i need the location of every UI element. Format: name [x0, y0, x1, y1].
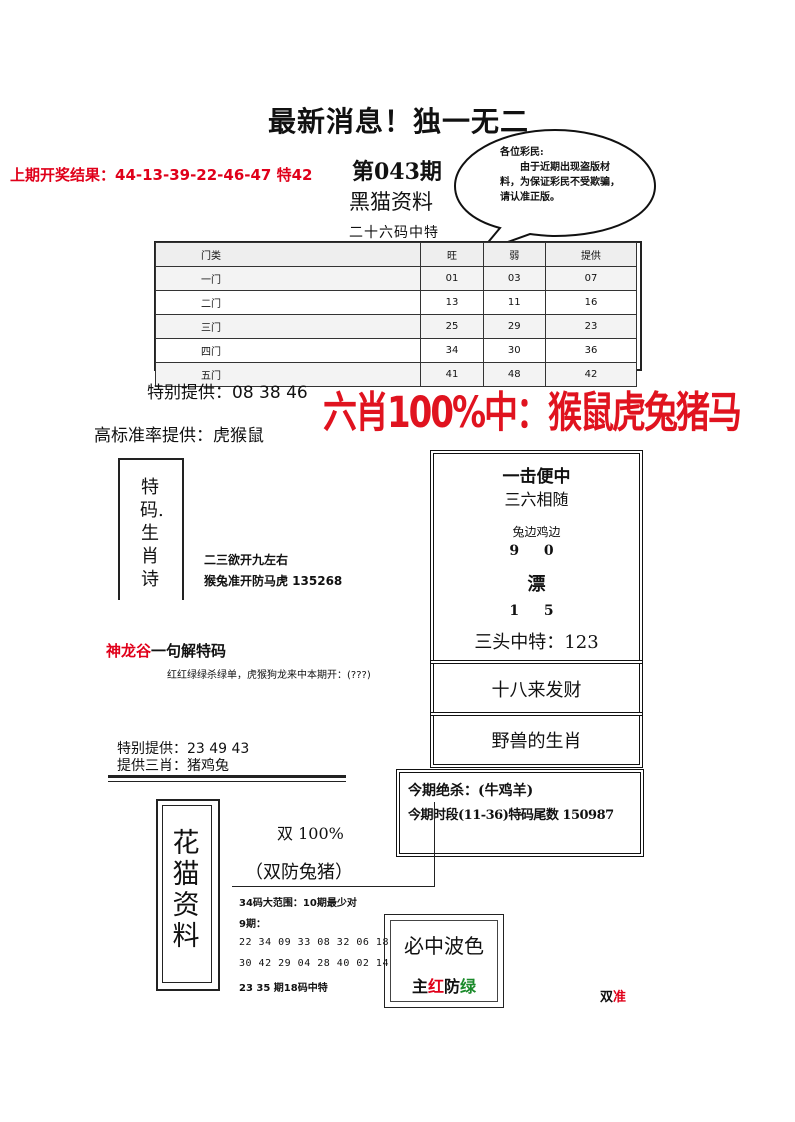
issue-number: 第043期 — [352, 159, 442, 185]
six-zodiac-banner: 六肖100%中：猴鼠虎兔猪马 — [323, 388, 742, 438]
piao-text: 漂 — [527, 574, 546, 595]
table-cell: 07 — [544, 266, 638, 291]
high-accuracy: 高标准率提供：虎猴鼠 — [94, 426, 264, 446]
speech-bubble — [453, 128, 657, 254]
shiba-text: 十八来发财 — [491, 680, 582, 701]
table-row: 五门 41 48 42 — [154, 362, 638, 387]
huamao-box-inner — [162, 805, 212, 983]
yiji-text: 一击便中 — [502, 467, 571, 487]
shuangzhun-b: 准 — [613, 990, 627, 1005]
numbers-line-1: 22 34 09 33 08 32 06 18 — [239, 937, 389, 948]
yeshou-box — [430, 712, 643, 768]
poem-box-label: 特码.生肖诗 — [140, 477, 164, 590]
kill-line-2: 今期时段(11-36)特码尾数 150987 — [408, 808, 614, 823]
wave-colors: 主红防绿 — [384, 973, 504, 997]
wave-zhu: 主 — [411, 977, 428, 996]
wave-title: 必中波色 — [404, 934, 484, 958]
special-offer-2: 特别提供：23 49 43 — [117, 741, 250, 757]
table-cell: 25 — [420, 314, 484, 339]
bubble-line2: 由于近期出现盗版材料，为保证彩民不受欺骗，请认准正版。 — [500, 162, 620, 203]
table-cell: 13 — [420, 290, 484, 315]
table-cell: 36 — [544, 338, 638, 363]
yeshou-text: 野兽的生肖 — [491, 731, 582, 752]
santou-text: 三头中特：123 — [474, 632, 599, 653]
huamao-box-outer — [156, 799, 220, 991]
table-cell: 二门 — [154, 290, 422, 315]
table-cell: 三门 — [154, 314, 422, 339]
table-row: 三门 25 29 23 — [154, 314, 638, 339]
table-cell: 一门 — [154, 266, 422, 291]
range-line-2: 9期： — [239, 919, 266, 930]
table-cell: 42 — [544, 362, 638, 387]
brand-name: 黑猫资料 — [349, 190, 433, 214]
table-row: 一门 01 03 07 — [154, 266, 638, 291]
digits-1: 9 0 — [509, 543, 564, 559]
sanliu-text: 三六相随 — [504, 490, 569, 509]
poem-box-frame — [118, 458, 184, 600]
table-cell: 29 — [482, 314, 546, 339]
shuang-100: 双 100% — [277, 824, 344, 843]
shuang-fang: （双防兔猪） — [245, 862, 353, 883]
table-cell: 11 — [482, 290, 546, 315]
table-cell: 34 — [420, 338, 484, 363]
code-table: 门类 旺 弱 提供 一门 01 03 07 二门 13 11 16 三门 25 … — [154, 242, 638, 387]
table-row: 二门 13 11 16 — [154, 290, 638, 315]
shuang-box — [232, 802, 435, 887]
divider-thin — [108, 781, 346, 782]
wave-box-outer — [384, 914, 504, 1008]
table-cell: 五门 — [154, 362, 422, 387]
tubian-text: 兔边鸡边 — [512, 525, 561, 539]
poem-line-1: 二三欲开九左右 — [204, 553, 289, 567]
shuangzhun-text: 双准 — [600, 986, 626, 1005]
table-header-row: 门类 旺 弱 提供 — [154, 242, 638, 267]
digits-2: 1 5 — [509, 603, 564, 619]
shenlong-red: 神龙谷 — [106, 642, 152, 660]
wave-box-inner — [390, 920, 498, 1002]
wave-fang: 防 — [444, 977, 461, 996]
table-cell: 30 — [482, 338, 546, 363]
bubble-text: 各位彩民: 由于近期出现盗版材料，为保证彩民不受欺骗，请认准正版。 — [500, 145, 622, 205]
special-offer-1: 特别提供：08 38 46 — [147, 383, 308, 403]
last-result: 上期开奖结果：44-13-39-22-46-47 特42 — [10, 166, 313, 184]
range-line-1: 34码大范围：10期最少对 — [239, 898, 357, 909]
table-cell: 03 — [482, 266, 546, 291]
wave-lv: 绿 — [460, 977, 477, 996]
kill-box — [396, 769, 644, 857]
table-cell: 41 — [420, 362, 484, 387]
table-cell: 四门 — [154, 338, 422, 363]
table-cell: 16 — [544, 290, 638, 315]
special-offer-3: 提供三肖：猪鸡兔 — [117, 758, 229, 774]
shenlong-heading: 神龙谷一句解特码 — [106, 640, 226, 661]
table-header: 旺 — [420, 242, 484, 267]
table-header: 提供 — [544, 242, 638, 267]
sub-title: 二十六码中特 — [349, 225, 439, 241]
table-row: 四门 34 30 36 — [154, 338, 638, 363]
table-header: 弱 — [482, 242, 546, 267]
hongluv-text: 红红绿绿杀绿单，虎猴狗龙来中本期开：(???) — [167, 670, 371, 681]
table-cell: 23 — [544, 314, 638, 339]
wave-hong: 红 — [427, 977, 444, 996]
divider-thick — [108, 775, 346, 778]
shenlong-black: 一句解特码 — [151, 642, 227, 660]
bubble-line1: 各位彩民: — [500, 147, 544, 158]
range-line-3: 23 35 期18码中特 — [239, 983, 328, 994]
poem-line-2: 猴兔准开防马虎 135268 — [204, 574, 343, 588]
table-cell: 48 — [482, 362, 546, 387]
page-title: 最新消息！独一无二 — [268, 105, 530, 138]
huamao-label: 花猫资料 — [172, 828, 200, 952]
table-cell: 01 — [420, 266, 484, 291]
table-header: 门类 — [154, 242, 422, 267]
kill-line-1: 今期绝杀：(牛鸡羊) — [408, 783, 534, 799]
numbers-line-2: 30 42 29 04 28 40 02 14 — [239, 958, 389, 969]
shuangzhun-a: 双 — [600, 990, 614, 1005]
